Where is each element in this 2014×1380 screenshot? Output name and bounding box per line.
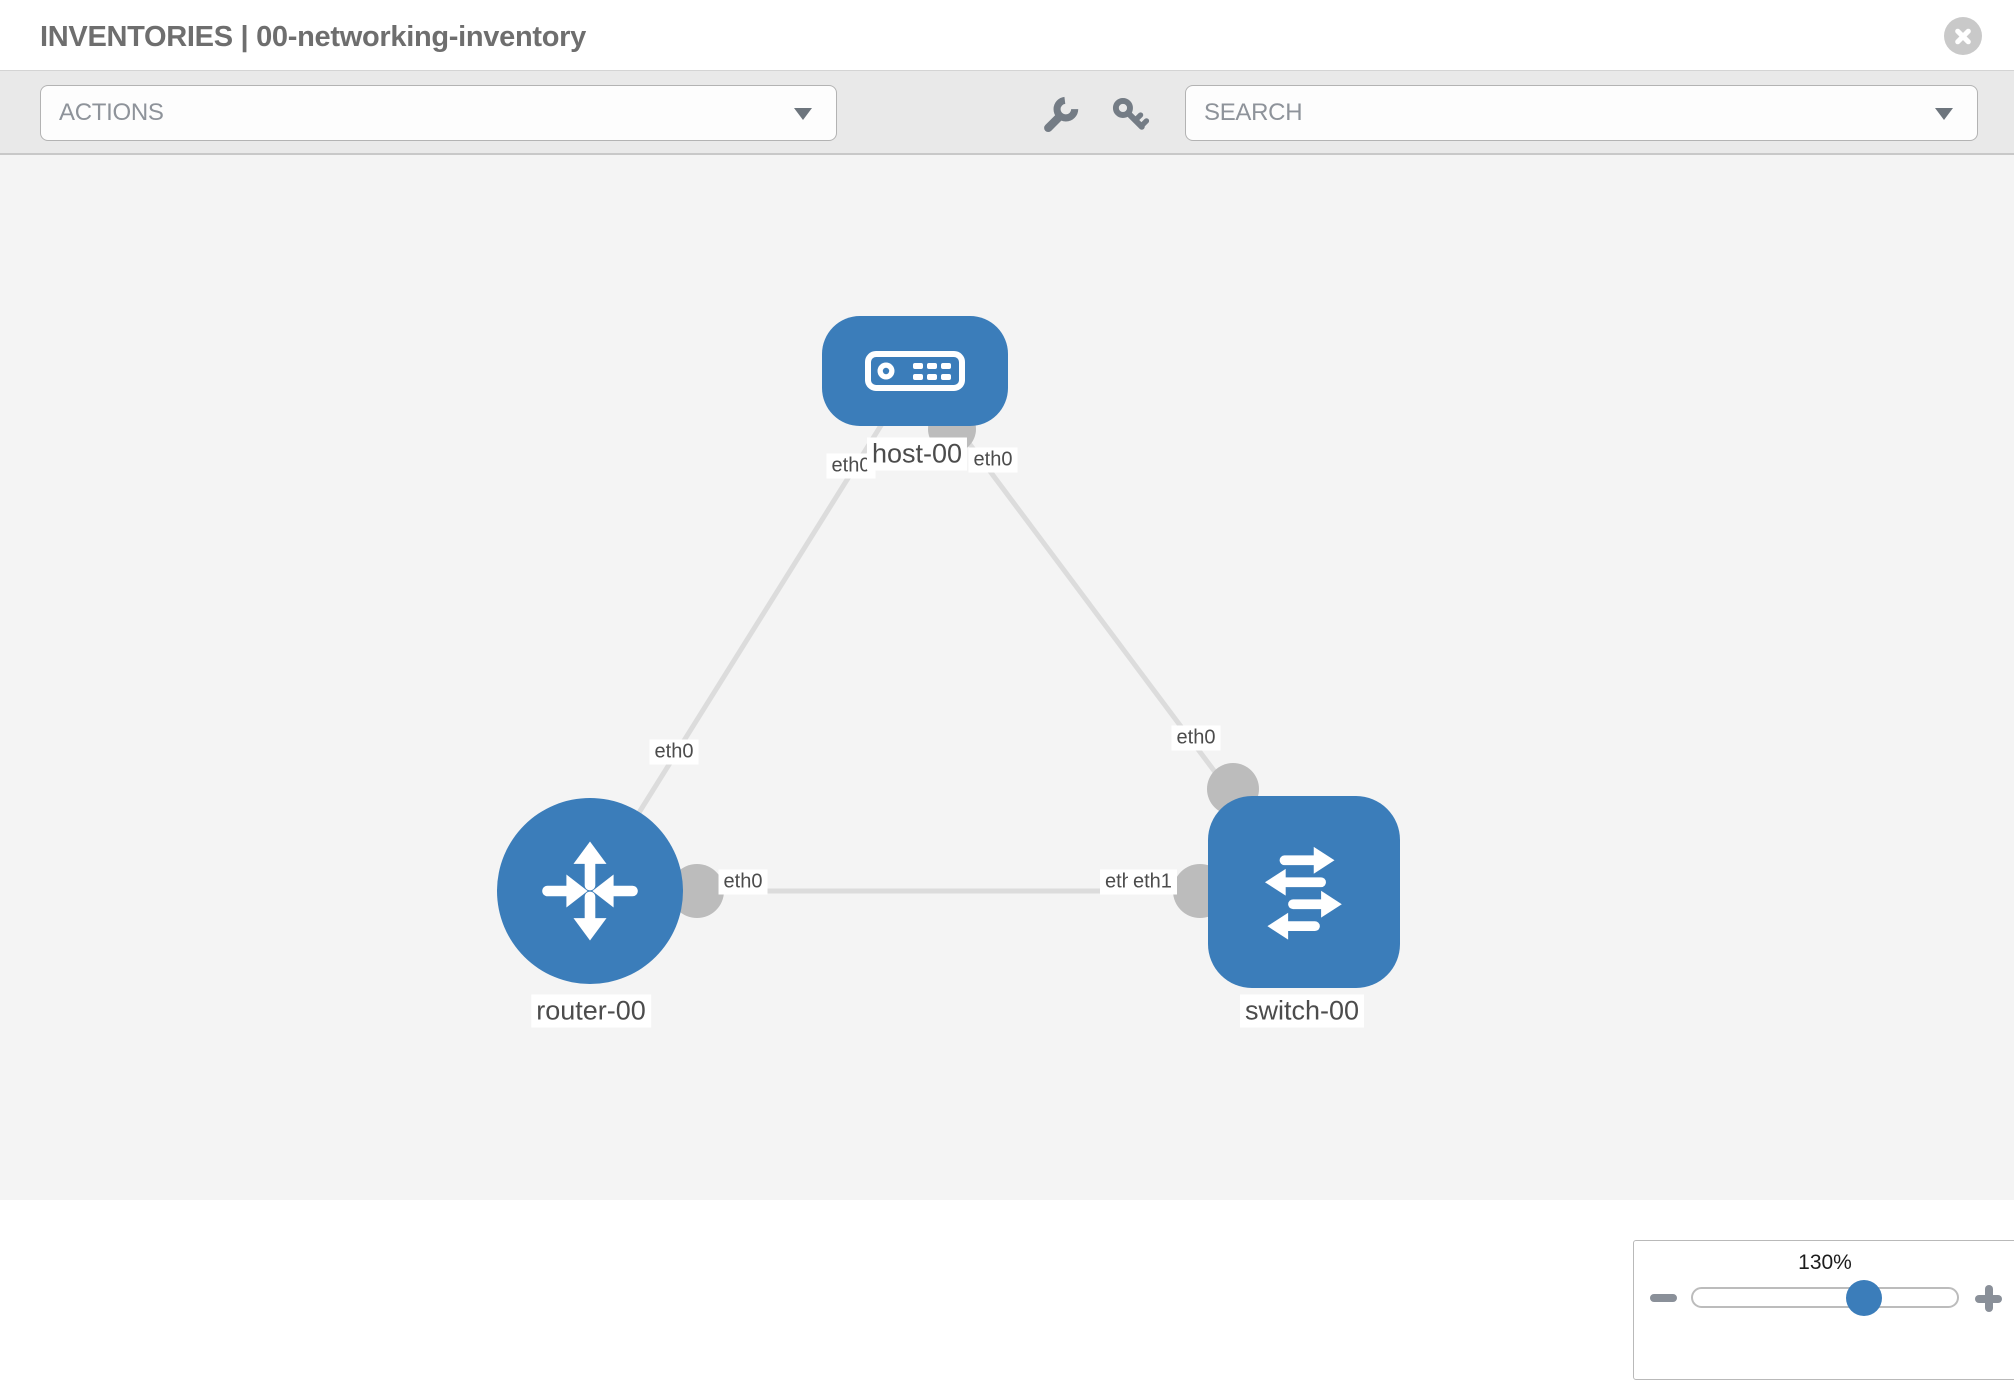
actions-dropdown[interactable]: ACTIONS — [40, 85, 837, 141]
zoom-control-panel: 130% — [1633, 1240, 2014, 1380]
key-icon — [1112, 97, 1150, 130]
close-button[interactable] — [1944, 17, 1982, 55]
search-dropdown[interactable]: SEARCH — [1185, 85, 1978, 141]
switch-icon — [1264, 846, 1342, 940]
configure-button[interactable] — [1040, 95, 1080, 135]
search-dropdown-label: SEARCH — [1204, 99, 1303, 126]
actions-dropdown-label: ACTIONS — [59, 99, 164, 126]
node-host-00[interactable] — [822, 316, 1008, 426]
topology-canvas[interactable]: eth0 eth0 eth0 eth0 eth0 eth0 eth1 host-… — [0, 155, 2014, 1380]
node-label-switch-00: switch-00 — [1239, 994, 1365, 1028]
interface-label: eth0 — [968, 447, 1018, 473]
zoom-slider-track[interactable] — [1691, 1287, 1959, 1308]
zoom-level-value: 130% — [1798, 1251, 1852, 1274]
toolbar: ACTIONS SEARCH — [0, 70, 2014, 155]
node-switch-00[interactable] — [1208, 796, 1400, 988]
node-router-00[interactable] — [497, 798, 683, 984]
interface-label: eth1 — [1128, 869, 1177, 895]
page-title: INVENTORIES | 00-networking-inventory — [40, 21, 586, 53]
caret-down-icon — [1935, 108, 1953, 120]
zoom-out-button[interactable] — [1650, 1294, 1677, 1302]
plus-icon — [1984, 1285, 1993, 1312]
zoom-in-button[interactable] — [1973, 1283, 2004, 1314]
wrench-icon — [1044, 96, 1079, 133]
topology-links-layer — [587, 369, 1307, 918]
node-label-router-00: router-00 — [531, 994, 651, 1028]
interface-label: eth0 — [649, 739, 699, 765]
host-icon — [865, 351, 965, 391]
credentials-button[interactable] — [1110, 95, 1150, 135]
header: INVENTORIES | 00-networking-inventory — [0, 0, 2014, 70]
caret-down-icon — [794, 108, 812, 120]
zoom-slider-thumb[interactable] — [1846, 1280, 1882, 1316]
interface-connector — [670, 864, 724, 918]
interface-label: eth0 — [718, 869, 768, 895]
router-icon — [542, 841, 638, 941]
interface-label: eth0 — [1171, 725, 1221, 751]
interface-label: eth0 — [826, 453, 876, 479]
node-label-host-00: host-00 — [866, 437, 968, 471]
